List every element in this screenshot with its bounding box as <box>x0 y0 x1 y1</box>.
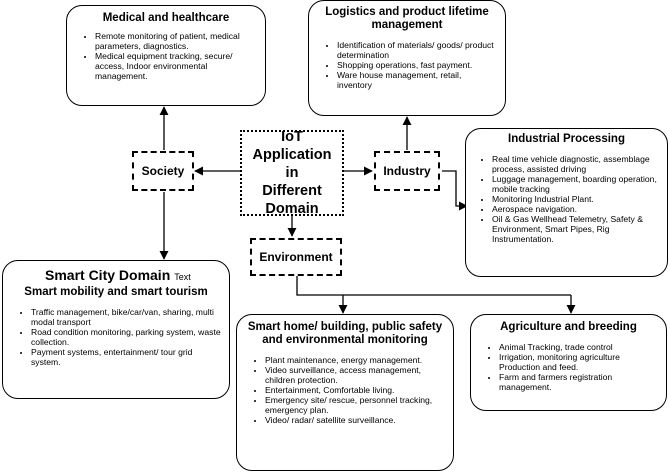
list-item: Aerospace navigation. <box>492 204 661 214</box>
society-label: Society <box>141 164 185 178</box>
smart-home-list: Plant maintenance, energy management. Vi… <box>245 355 445 425</box>
line-environment-split <box>296 276 571 296</box>
list-item: Luggage management, boarding operation, … <box>492 174 661 194</box>
list-item: Road condition monitoring, parking syste… <box>31 327 221 347</box>
smart-city-text-tag: Text <box>174 272 191 282</box>
list-item: Real time vehicle diagnostic, assemblage… <box>492 154 661 174</box>
arrow-industry-to-industrial <box>442 170 468 211</box>
list-item: Farm and farmers registration management… <box>499 372 658 392</box>
list-item: Traffic management, bike/car/van, sharin… <box>31 307 221 327</box>
list-item: Video surveillance, access management, c… <box>265 365 445 385</box>
industrial-list: Real time vehicle diagnostic, assemblage… <box>472 154 661 244</box>
logistics-title: Logistics and product lifetime managemen… <box>325 6 489 31</box>
list-item: Video/ radar/ satellite surveillance. <box>265 415 445 425</box>
environment-node: Environment <box>250 238 342 276</box>
list-item: Payment systems, entertainment/ tour gri… <box>31 347 221 367</box>
industrial-processing-box: Industrial Processing Real time vehicle … <box>465 128 668 277</box>
medical-healthcare-box: Medical and healthcare Remote monitoring… <box>66 5 266 106</box>
smart-city-list: Traffic management, bike/car/van, sharin… <box>11 307 221 367</box>
list-item: Identification of materials/ goods/ prod… <box>337 40 497 60</box>
industry-label: Industry <box>383 164 431 178</box>
medical-title: Medical and healthcare <box>102 12 230 24</box>
logistics-list: Identification of materials/ goods/ prod… <box>317 40 497 90</box>
society-node: Society <box>132 151 194 191</box>
list-item: Plant maintenance, energy management. <box>265 355 445 365</box>
list-item: Animal Tracking, trade control <box>499 342 658 352</box>
smart-home-title: Smart home/ building, public safety and … <box>247 321 443 346</box>
list-item: Emergency site/ rescue, personnel tracki… <box>265 395 445 415</box>
list-item: Shopping operations, fast payment. <box>337 60 497 70</box>
list-item: Ware house management, retail, inventory <box>337 70 497 90</box>
logistics-box: Logistics and product lifetime managemen… <box>308 0 506 116</box>
list-item: Remote monitoring of patient, medical pa… <box>95 31 257 51</box>
smart-city-title-text: Smart City Domain <box>45 267 171 283</box>
agriculture-box: Agriculture and breeding Animal Tracking… <box>470 314 667 411</box>
agriculture-title: Agriculture and breeding <box>500 321 637 333</box>
medical-list: Remote monitoring of patient, medical pa… <box>75 31 257 81</box>
list-item: Oil & Gas Wellhead Telemetry, Safety & E… <box>492 214 661 244</box>
list-item: Medical equipment tracking, secure/ acce… <box>95 51 257 81</box>
industrial-title: Industrial Processing <box>508 133 625 145</box>
central-line: Different <box>262 183 322 199</box>
central-line: IoT <box>281 129 303 145</box>
central-line: Domain <box>265 201 319 217</box>
list-item: Irrigation, monitoring agriculture Produ… <box>499 352 658 372</box>
industry-node: Industry <box>374 151 440 191</box>
central-line: Application in <box>252 147 332 181</box>
agriculture-list: Animal Tracking, trade control Irrigatio… <box>479 342 658 392</box>
list-item: Monitoring Industrial Plant. <box>492 194 661 204</box>
smart-city-subtitle: Smart mobility and smart tourism <box>24 286 208 298</box>
list-item: Entertainment, Comfortable living. <box>265 385 445 395</box>
smart-home-box: Smart home/ building, public safety and … <box>236 314 454 471</box>
environment-label: Environment <box>259 250 333 264</box>
central-node: IoT Application in Different Domain <box>240 129 344 217</box>
